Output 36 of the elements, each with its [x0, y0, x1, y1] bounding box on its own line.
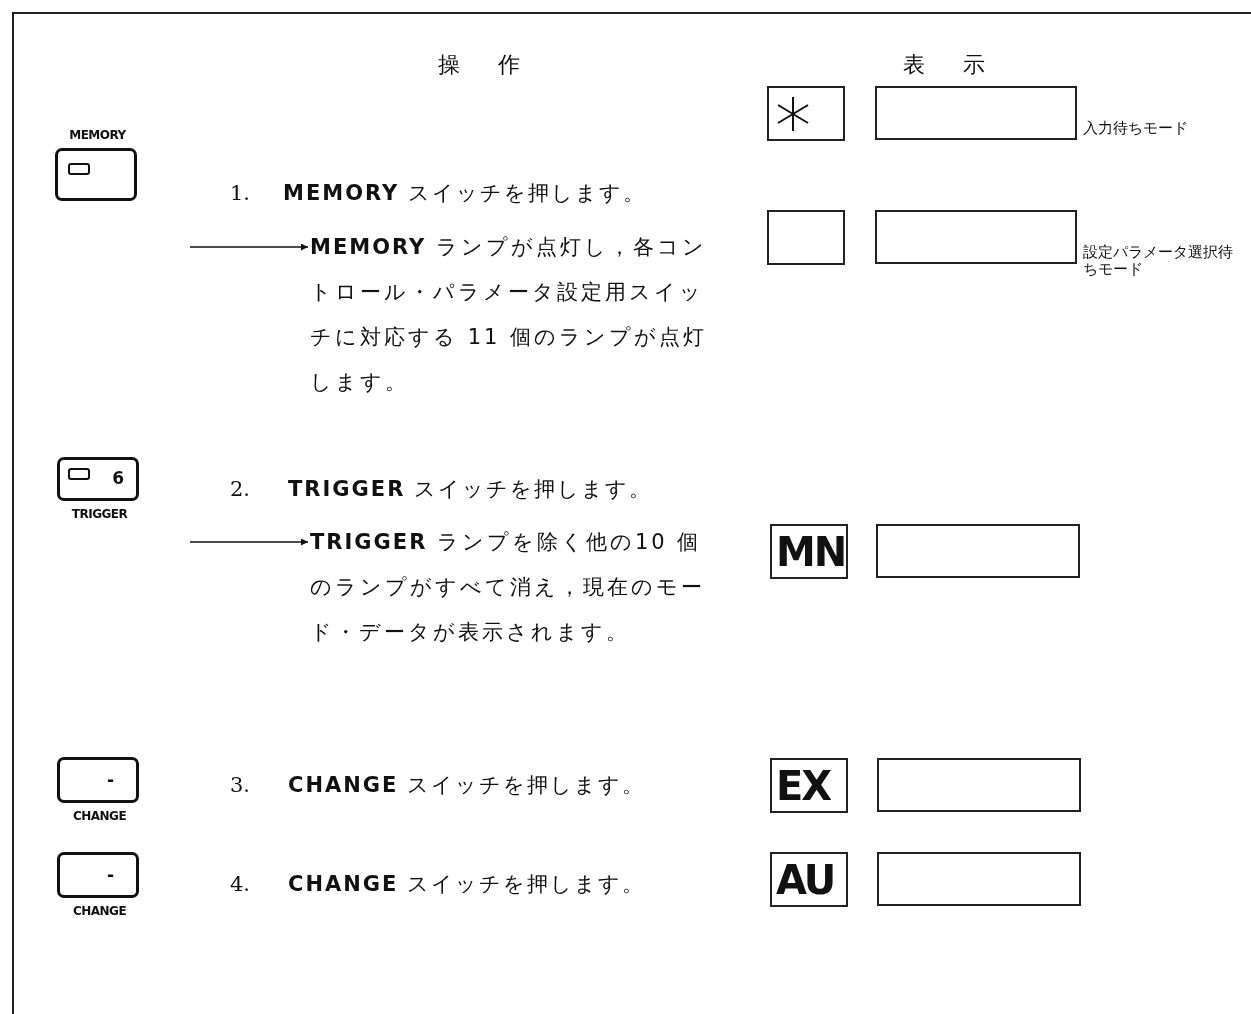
mode-display: [770, 524, 848, 579]
data-display: [877, 758, 1081, 812]
result-text: TRIGGER ランプを除く他の10 個のランプがすべて消え，現在のモード・データが表示されます。: [310, 520, 725, 655]
step-number: 2.: [230, 477, 251, 501]
key-symbol: 6: [112, 468, 124, 488]
data-display: [875, 86, 1077, 140]
data-display: [877, 852, 1081, 906]
mode-caption: 設定パラメータ選択待ちモード: [1083, 244, 1233, 278]
step-text: CHANGE スイッチを押します。: [288, 772, 646, 799]
data-display: [876, 524, 1080, 578]
step-text: TRIGGER スイッチを押します。: [288, 476, 652, 503]
step-number: 1.: [230, 181, 251, 205]
data-display: [875, 210, 1077, 264]
arrow: [189, 538, 309, 546]
key-label: CHANGE: [72, 904, 127, 918]
result-text: MEMORY ランプが点灯し，各コントロール・パラメータ設定用スイッチに対応する 11 個のランプが点灯します。: [310, 225, 725, 405]
step-number: 3.: [230, 773, 251, 797]
key-symbol: -: [106, 865, 114, 885]
mode-code: MN: [776, 532, 846, 572]
mode-display: [770, 852, 848, 907]
key-label: MEMORY: [69, 128, 126, 142]
mode-code: EX: [776, 766, 831, 806]
key-symbol: -: [106, 770, 114, 790]
step-text: CHANGE スイッチを押します。: [288, 871, 646, 898]
step-text: MEMORY スイッチを押します。: [283, 180, 646, 207]
key-label: CHANGE: [72, 809, 127, 823]
step-number: 4.: [230, 872, 251, 896]
column-heading: 操作: [438, 51, 558, 79]
arrow: [189, 243, 309, 251]
mode-display: [767, 210, 845, 265]
mode-code: AU: [776, 860, 835, 900]
mode-display: [770, 758, 848, 813]
key-label: TRIGGER: [71, 507, 128, 521]
column-heading: 表示: [903, 51, 1023, 79]
mode-display: [767, 86, 845, 141]
mode-caption: 入力待ちモード: [1083, 120, 1189, 137]
